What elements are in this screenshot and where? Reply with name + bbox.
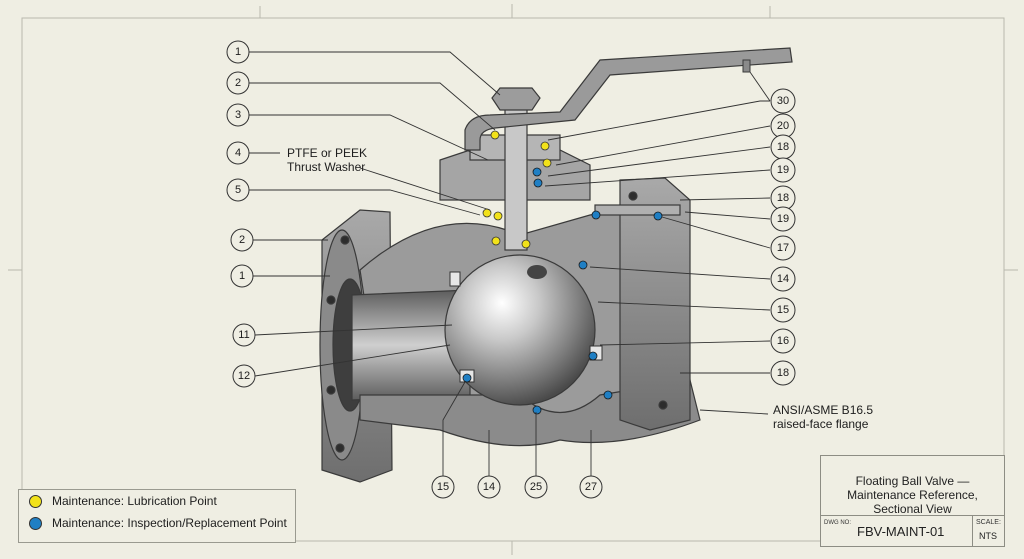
svg-text:30: 30 <box>777 95 789 107</box>
sheet-border <box>8 4 1018 555</box>
callout-14b: 14 <box>477 475 501 499</box>
valve-body <box>319 87 701 483</box>
callout-19b: 19 <box>770 206 796 232</box>
legend-row-lubrication: Maintenance: Lubrication Point <box>29 490 295 512</box>
svg-text:2: 2 <box>235 77 241 89</box>
ball-port <box>527 265 547 279</box>
svg-text:20: 20 <box>777 120 789 132</box>
svg-text:4: 4 <box>235 147 241 159</box>
callout-2b: 2 <box>230 228 254 252</box>
callout-16: 16 <box>770 328 796 354</box>
svg-text:17: 17 <box>777 242 789 254</box>
callout-19a: 19 <box>770 157 796 183</box>
callout-2a: 2 <box>226 71 250 95</box>
svg-text:27: 27 <box>585 481 597 493</box>
flange-note-1: ANSI/ASME B16.5 <box>773 403 873 417</box>
callout-18b: 18 <box>770 185 796 211</box>
seat-left-top <box>449 271 461 287</box>
callout-12: 12 <box>232 364 256 388</box>
callout-15b: 15 <box>431 475 455 499</box>
callout-1b: 1 <box>230 264 254 288</box>
title-block: Floating Ball Valve — Maintenance Refere… <box>820 455 1005 547</box>
scale-box: SCALE: NTS <box>972 516 1005 547</box>
callout-3: 3 <box>226 103 250 127</box>
callout-17: 17 <box>770 235 796 261</box>
callout-18a: 18 <box>770 134 796 160</box>
dwg-no-label: DWG NO: <box>824 520 851 526</box>
scale-value: NTS <box>979 531 997 541</box>
svg-text:18: 18 <box>777 141 789 153</box>
svg-text:11: 11 <box>238 329 249 341</box>
callout-14a: 14 <box>770 266 796 292</box>
thrust-washer-note-2: Thrust Washer <box>287 160 365 174</box>
callout-4: 4 <box>226 141 250 165</box>
svg-text:15: 15 <box>777 304 789 316</box>
svg-text:18: 18 <box>777 192 789 204</box>
svg-text:15: 15 <box>437 481 449 493</box>
callout-20: 20 <box>770 113 796 139</box>
callout-18c: 18 <box>770 360 796 386</box>
svg-text:3: 3 <box>235 109 241 121</box>
svg-text:18: 18 <box>777 367 789 379</box>
lubrication-points <box>482 130 552 249</box>
svg-text:12: 12 <box>238 370 250 382</box>
leader-lines <box>249 51 771 476</box>
callouts: 1 2 3 4 5 2 1 11 12 15 14 25 27 30 20 18… <box>226 40 796 499</box>
title-line-2: Maintenance Reference, <box>847 488 978 502</box>
svg-text:1: 1 <box>235 46 241 58</box>
callout-15a: 15 <box>770 297 796 323</box>
svg-text:5: 5 <box>235 184 241 196</box>
svg-text:19: 19 <box>777 213 789 225</box>
legend-lubrication-label: Maintenance: Lubrication Point <box>52 494 217 508</box>
legend: Maintenance: Lubrication Point Maintenan… <box>18 489 296 543</box>
handle-stop-pin <box>742 59 751 73</box>
title-line-1: Floating Ball Valve — <box>855 474 970 488</box>
svg-text:2: 2 <box>239 234 245 246</box>
callout-30: 30 <box>770 88 796 114</box>
svg-text:14: 14 <box>483 481 495 493</box>
handle-lever <box>464 47 793 151</box>
title-block-footer: DWG NO: FBV-MAINT-01 SCALE: NTS <box>821 515 1004 547</box>
callout-5: 5 <box>226 178 250 202</box>
thrust-washer-note-1: PTFE or PEEK <box>287 146 367 160</box>
blue-dot-icon <box>29 516 42 530</box>
yellow-dot-icon <box>29 494 42 508</box>
ball <box>444 254 596 406</box>
callout-1a: 1 <box>226 40 250 64</box>
flange-note-2: raised-face flange <box>773 417 869 431</box>
svg-text:14: 14 <box>777 273 789 285</box>
scale-label: SCALE: <box>976 519 1001 526</box>
legend-inspection-label: Maintenance: Inspection/Replacement Poin… <box>52 516 287 530</box>
drawing-title: Floating Ball Valve — Maintenance Refere… <box>821 474 1004 516</box>
title-line-3: Sectional View <box>873 502 952 516</box>
callout-25: 25 <box>524 475 548 499</box>
svg-text:25: 25 <box>530 481 542 493</box>
legend-row-inspection: Maintenance: Inspection/Replacement Poin… <box>29 512 295 534</box>
dwg-number: FBV-MAINT-01 <box>857 524 945 539</box>
svg-text:16: 16 <box>777 335 789 347</box>
svg-text:19: 19 <box>777 164 789 176</box>
callout-27: 27 <box>579 475 603 499</box>
callout-11: 11 <box>232 323 256 347</box>
svg-text:1: 1 <box>239 270 245 282</box>
inspection-points <box>462 167 663 415</box>
